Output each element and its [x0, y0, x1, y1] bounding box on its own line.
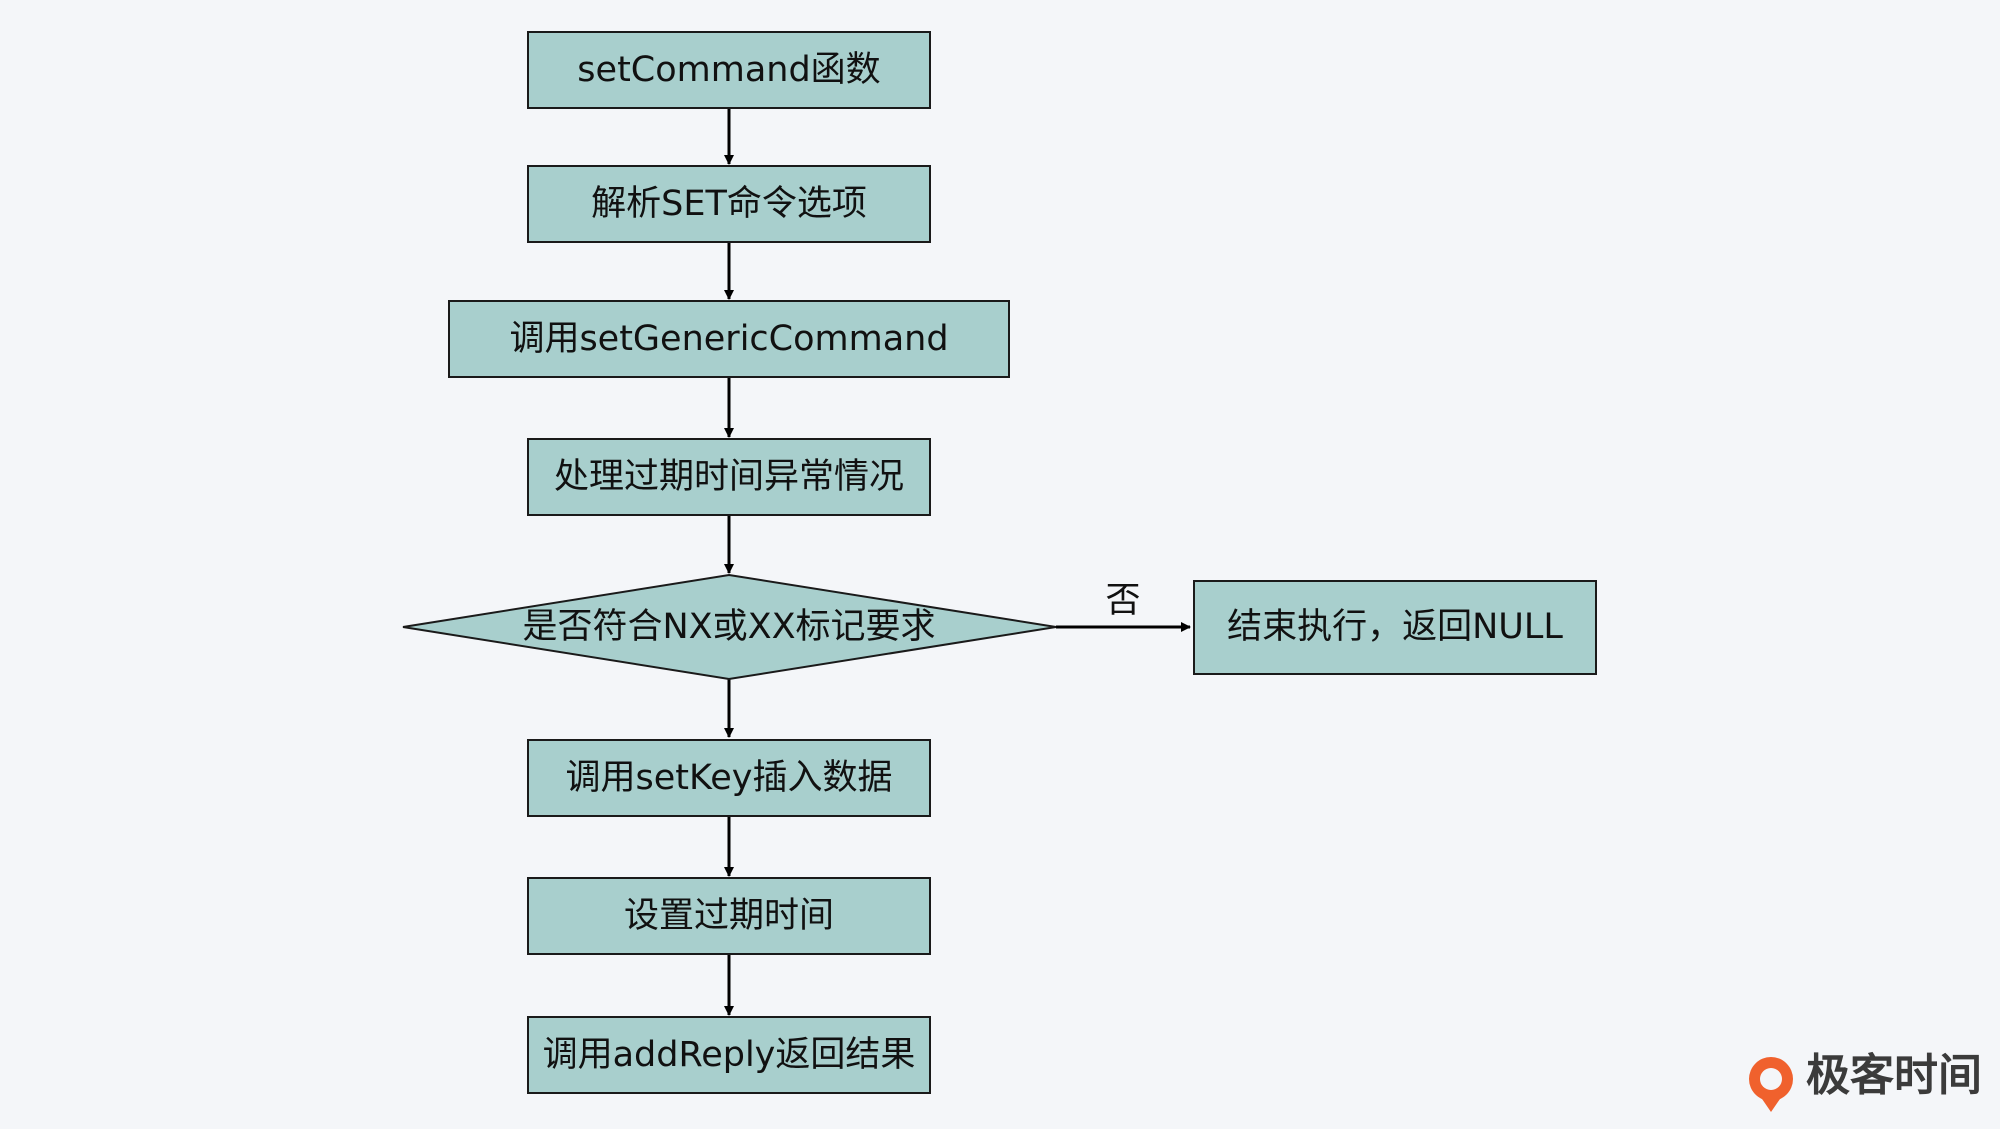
node-label: 调用setGenericCommand — [509, 319, 948, 359]
geektime-logo-icon — [1749, 1057, 1793, 1112]
node-label: 结束执行，返回NULL — [1227, 607, 1563, 647]
node-label: 调用setKey插入数据 — [566, 758, 893, 798]
node-label: 处理过期时间异常情况 — [554, 457, 904, 497]
brand-name: 极客时间 — [1806, 1050, 1982, 1101]
edges — [724, 108, 1191, 1016]
decision-label: 是否符合NX或XX标记要求 — [522, 607, 935, 647]
node-add-reply: 调用addReply返回结果 — [527, 1016, 931, 1094]
node-set-expire: 设置过期时间 — [527, 877, 931, 955]
node-label: 调用addReply返回结果 — [543, 1035, 916, 1075]
edge-label-no: 否 — [1105, 581, 1140, 621]
node-parse-options: 解析SET命令选项 — [527, 165, 931, 243]
brand-watermark: 极客时间 — [1749, 1050, 1982, 1112]
node-label: 解析SET命令选项 — [591, 184, 867, 224]
decision-check-nx-xx: 是否符合NX或XX标记要求 — [402, 573, 1057, 681]
node-set-key: 调用setKey插入数据 — [527, 739, 931, 817]
node-label: setCommand函数 — [577, 50, 880, 90]
node-call-generic: 调用setGenericCommand — [448, 300, 1010, 378]
node-set-command: setCommand函数 — [527, 31, 931, 109]
node-end-null: 结束执行，返回NULL — [1193, 580, 1597, 675]
node-handle-expire: 处理过期时间异常情况 — [527, 438, 931, 516]
node-label: 设置过期时间 — [624, 896, 834, 936]
